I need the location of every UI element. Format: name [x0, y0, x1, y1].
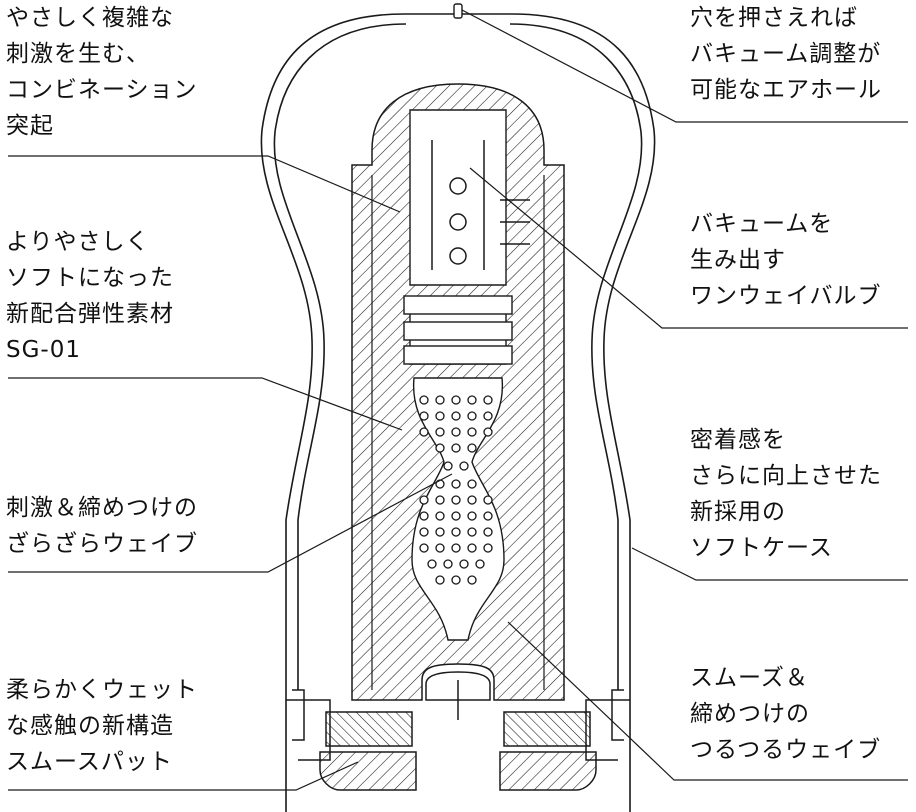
label-case-line: さらに向上させた: [690, 463, 882, 489]
label-air-hole-line: 穴を押さえれば: [690, 5, 858, 31]
label-bumps-line: やさしく複雑な: [6, 5, 174, 31]
inner-sleeve: [351, 83, 565, 701]
label-wave-left-line: 刺激＆締めつけの: [6, 495, 198, 521]
label-valve-line: 生み出す: [690, 247, 786, 273]
label-material-line: ソフトになった: [6, 265, 174, 291]
label-wave-right: スムーズ＆ 締めつけの つるつるウェイブ: [690, 660, 881, 768]
leader-case: [631, 547, 908, 581]
wave-bumps: [419, 395, 493, 585]
label-wave-left-line: ざらざらウェイブ: [6, 531, 198, 557]
label-air-hole-line: 可能なエアホール: [690, 77, 882, 103]
label-bumps-line: 刺激を生む、: [6, 41, 150, 67]
label-air-hole: 穴を押さえれば バキューム調整が 可能なエアホール: [690, 0, 882, 108]
label-bumps-line: コンビネーション: [6, 77, 198, 103]
leader-wave-right: [507, 621, 908, 781]
leader-material: [8, 377, 403, 431]
label-case-line: 新採用の: [690, 499, 786, 525]
base-assembly: [286, 671, 630, 791]
valve-ribs: [403, 295, 513, 365]
label-wave-right-line: スムーズ＆: [690, 665, 809, 691]
label-material-line: よりやさしく: [6, 229, 150, 255]
label-case-line: 密着感を: [690, 427, 786, 453]
label-material-line: SG-01: [6, 337, 81, 363]
leader-lines: [8, 9, 908, 791]
air-hole: [453, 3, 463, 19]
label-wave-right-line: 締めつけの: [690, 701, 810, 727]
leader-wave-left: [8, 473, 453, 573]
leader-pad: [8, 761, 359, 791]
leader-valve: [469, 167, 908, 329]
label-pad-line: 柔らかくウェット: [6, 677, 198, 703]
label-wave-left: 刺激＆締めつけの ざらざらウェイブ: [6, 490, 198, 562]
label-material-line: 新配合弾性素材: [6, 301, 174, 327]
label-valve-line: ワンウェイバルブ: [690, 283, 882, 309]
soft-case: [260, 13, 656, 812]
label-case-line: ソフトケース: [690, 535, 833, 561]
label-valve: バキュームを 生み出す ワンウェイバルブ: [690, 206, 882, 314]
label-wave-right-line: つるつるウェイブ: [690, 737, 882, 763]
label-pad-line: スムースパット: [6, 749, 173, 775]
label-pad-line: な感触の新構造: [6, 713, 174, 739]
leader-air-hole: [461, 9, 908, 123]
leader-bumps: [8, 155, 401, 213]
label-material: よりやさしく ソフトになった 新配合弾性素材 SG-01: [6, 224, 174, 368]
label-pad: 柔らかくウェット な感触の新構造 スムースパット: [6, 672, 198, 780]
label-case: 密着感を さらに向上させた 新採用の ソフトケース: [690, 422, 882, 566]
label-valve-line: バキュームを: [690, 211, 834, 237]
label-air-hole-line: バキューム調整が: [690, 41, 882, 67]
one-way-valve: [431, 140, 530, 270]
label-bumps-line: 突起: [6, 113, 54, 139]
label-bumps: やさしく複雑な 刺激を生む、 コンビネーション 突起: [6, 0, 198, 144]
